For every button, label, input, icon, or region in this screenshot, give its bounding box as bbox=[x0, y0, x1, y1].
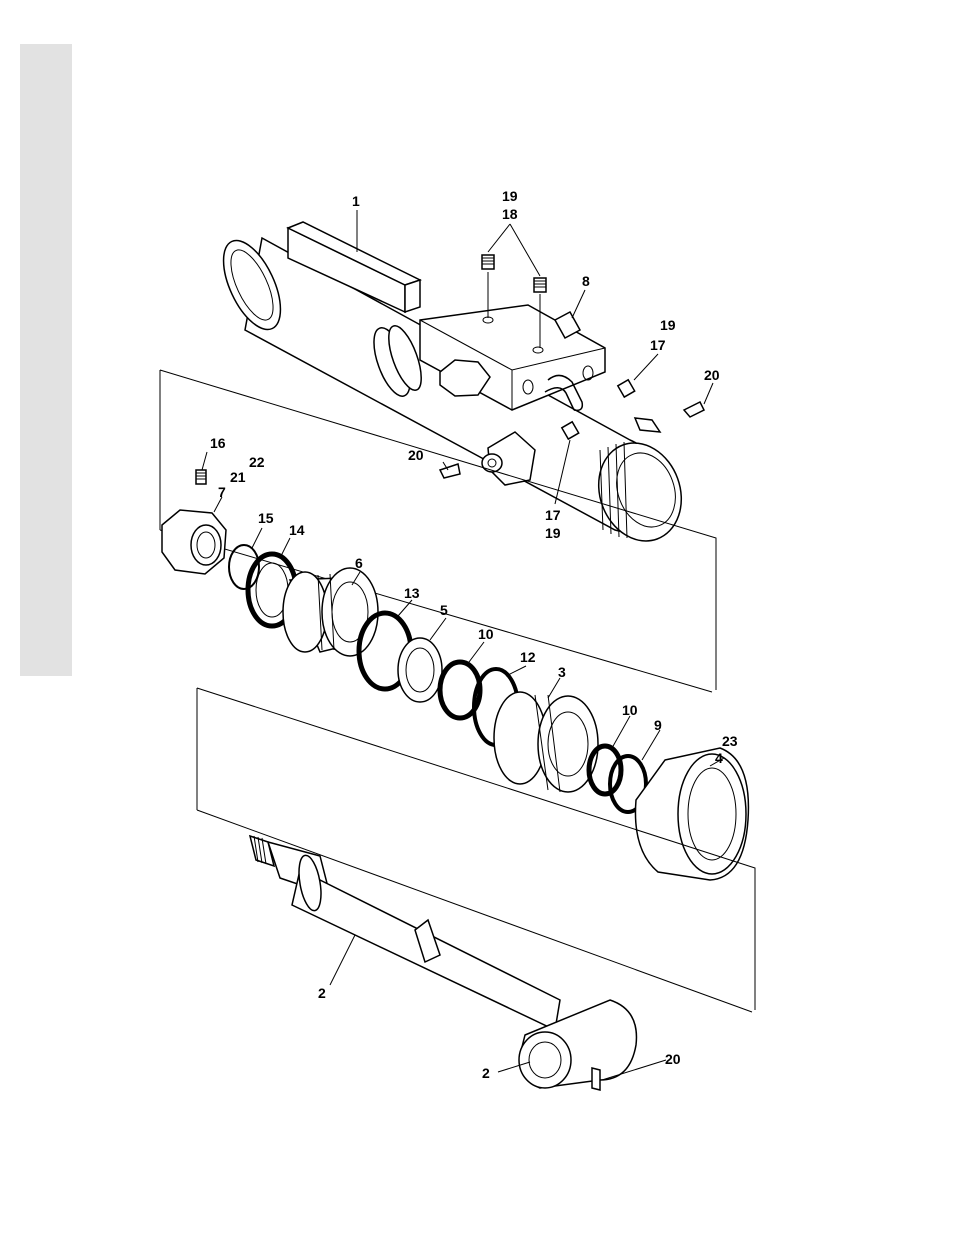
label-part-17: 17 bbox=[545, 507, 561, 523]
label-part-1: 1 bbox=[352, 193, 360, 209]
label-part-19: 19 bbox=[660, 317, 676, 333]
piston-rod bbox=[250, 836, 636, 1090]
piston-components bbox=[162, 510, 748, 880]
label-part-4: 4 bbox=[715, 750, 723, 766]
label-part-8: 8 bbox=[582, 273, 590, 289]
label-part-5: 5 bbox=[440, 602, 448, 618]
label-part-20: 20 bbox=[408, 447, 424, 463]
label-part-10: 10 bbox=[478, 626, 494, 642]
label-part-7: 7 bbox=[218, 484, 226, 500]
label-part-20: 20 bbox=[704, 367, 720, 383]
label-part-23: 23 bbox=[722, 733, 738, 749]
label-part-6: 6 bbox=[355, 555, 363, 571]
label-part-3: 3 bbox=[558, 664, 566, 680]
label-part-19: 19 bbox=[545, 525, 561, 541]
label-part-20: 20 bbox=[665, 1051, 681, 1067]
label-part-16: 16 bbox=[210, 435, 226, 451]
label-part-22: 22 bbox=[249, 454, 265, 470]
label-part-15: 15 bbox=[258, 510, 274, 526]
label-part-12: 12 bbox=[520, 649, 536, 665]
label-part-9: 9 bbox=[654, 717, 662, 733]
label-part-2: 2 bbox=[318, 985, 326, 1001]
label-part-14: 14 bbox=[289, 522, 305, 538]
label-part-13: 13 bbox=[404, 585, 420, 601]
label-part-2: 2 bbox=[482, 1065, 490, 1081]
label-part-10: 10 bbox=[622, 702, 638, 718]
label-part-17: 17 bbox=[650, 337, 666, 353]
label-part-19: 19 bbox=[502, 188, 518, 204]
label-part-21: 21 bbox=[230, 469, 246, 485]
label-part-18: 18 bbox=[502, 206, 518, 222]
